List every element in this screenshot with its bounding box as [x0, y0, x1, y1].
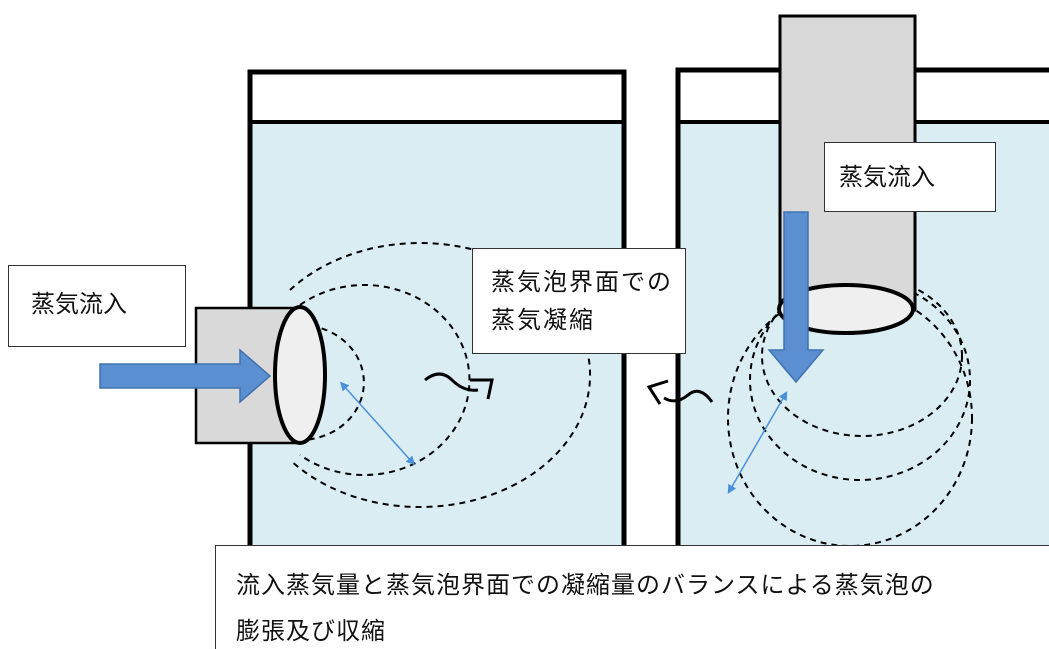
- left-bubble-large: [289, 242, 591, 508]
- right-pipe-mouth: [777, 283, 915, 335]
- left-pipe-mouth: [273, 305, 327, 445]
- interface-condensation-label: 蒸気泡界面での蒸気凝縮: [472, 248, 686, 354]
- wavy-arrow-icon: [424, 372, 479, 392]
- flow-arrow-icon: [99, 348, 272, 404]
- left-bubble-medium: [299, 284, 471, 476]
- steam-inflow-label-right: 蒸気流入: [824, 142, 996, 212]
- steam-inflow-label-left: 蒸気流入: [8, 265, 186, 347]
- right-tank-wall: [675, 67, 1049, 560]
- wavy-arrow-head-icon: [646, 379, 669, 405]
- flow-arrow-icon: [767, 211, 825, 384]
- wavy-arrow-icon: [663, 389, 714, 403]
- caption-line-2: 膨張及び収縮: [236, 617, 386, 645]
- caption-line-1: 流入蒸気量と蒸気泡界面での凝縮量のバランスによる蒸気泡の: [236, 571, 935, 599]
- caption-box: 流入蒸気量と蒸気泡界面での凝縮量のバランスによる蒸気泡の 膨張及び収縮: [215, 545, 1049, 649]
- right-bubble-medium: [749, 279, 971, 481]
- double-arrow-icon: [339, 381, 416, 466]
- wavy-arrow-head-icon: [470, 378, 494, 400]
- double-arrow-icon: [727, 391, 788, 494]
- right-bubble-small: [761, 275, 963, 437]
- interface-condensation-text: 蒸気泡界面での蒸気凝縮: [491, 268, 673, 334]
- left-bubble-arcs: [289, 242, 591, 508]
- left-tank-headspace: [250, 72, 624, 122]
